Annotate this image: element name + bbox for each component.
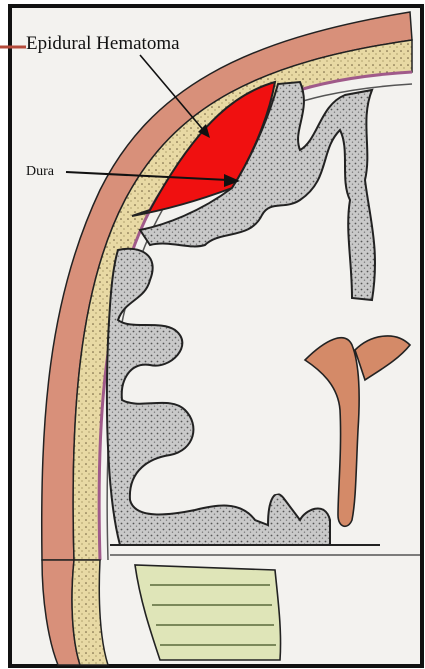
epidural-hematoma-label: Epidural Hematoma	[26, 33, 180, 55]
cerebellum	[135, 565, 281, 660]
dura-label: Dura	[26, 164, 54, 180]
